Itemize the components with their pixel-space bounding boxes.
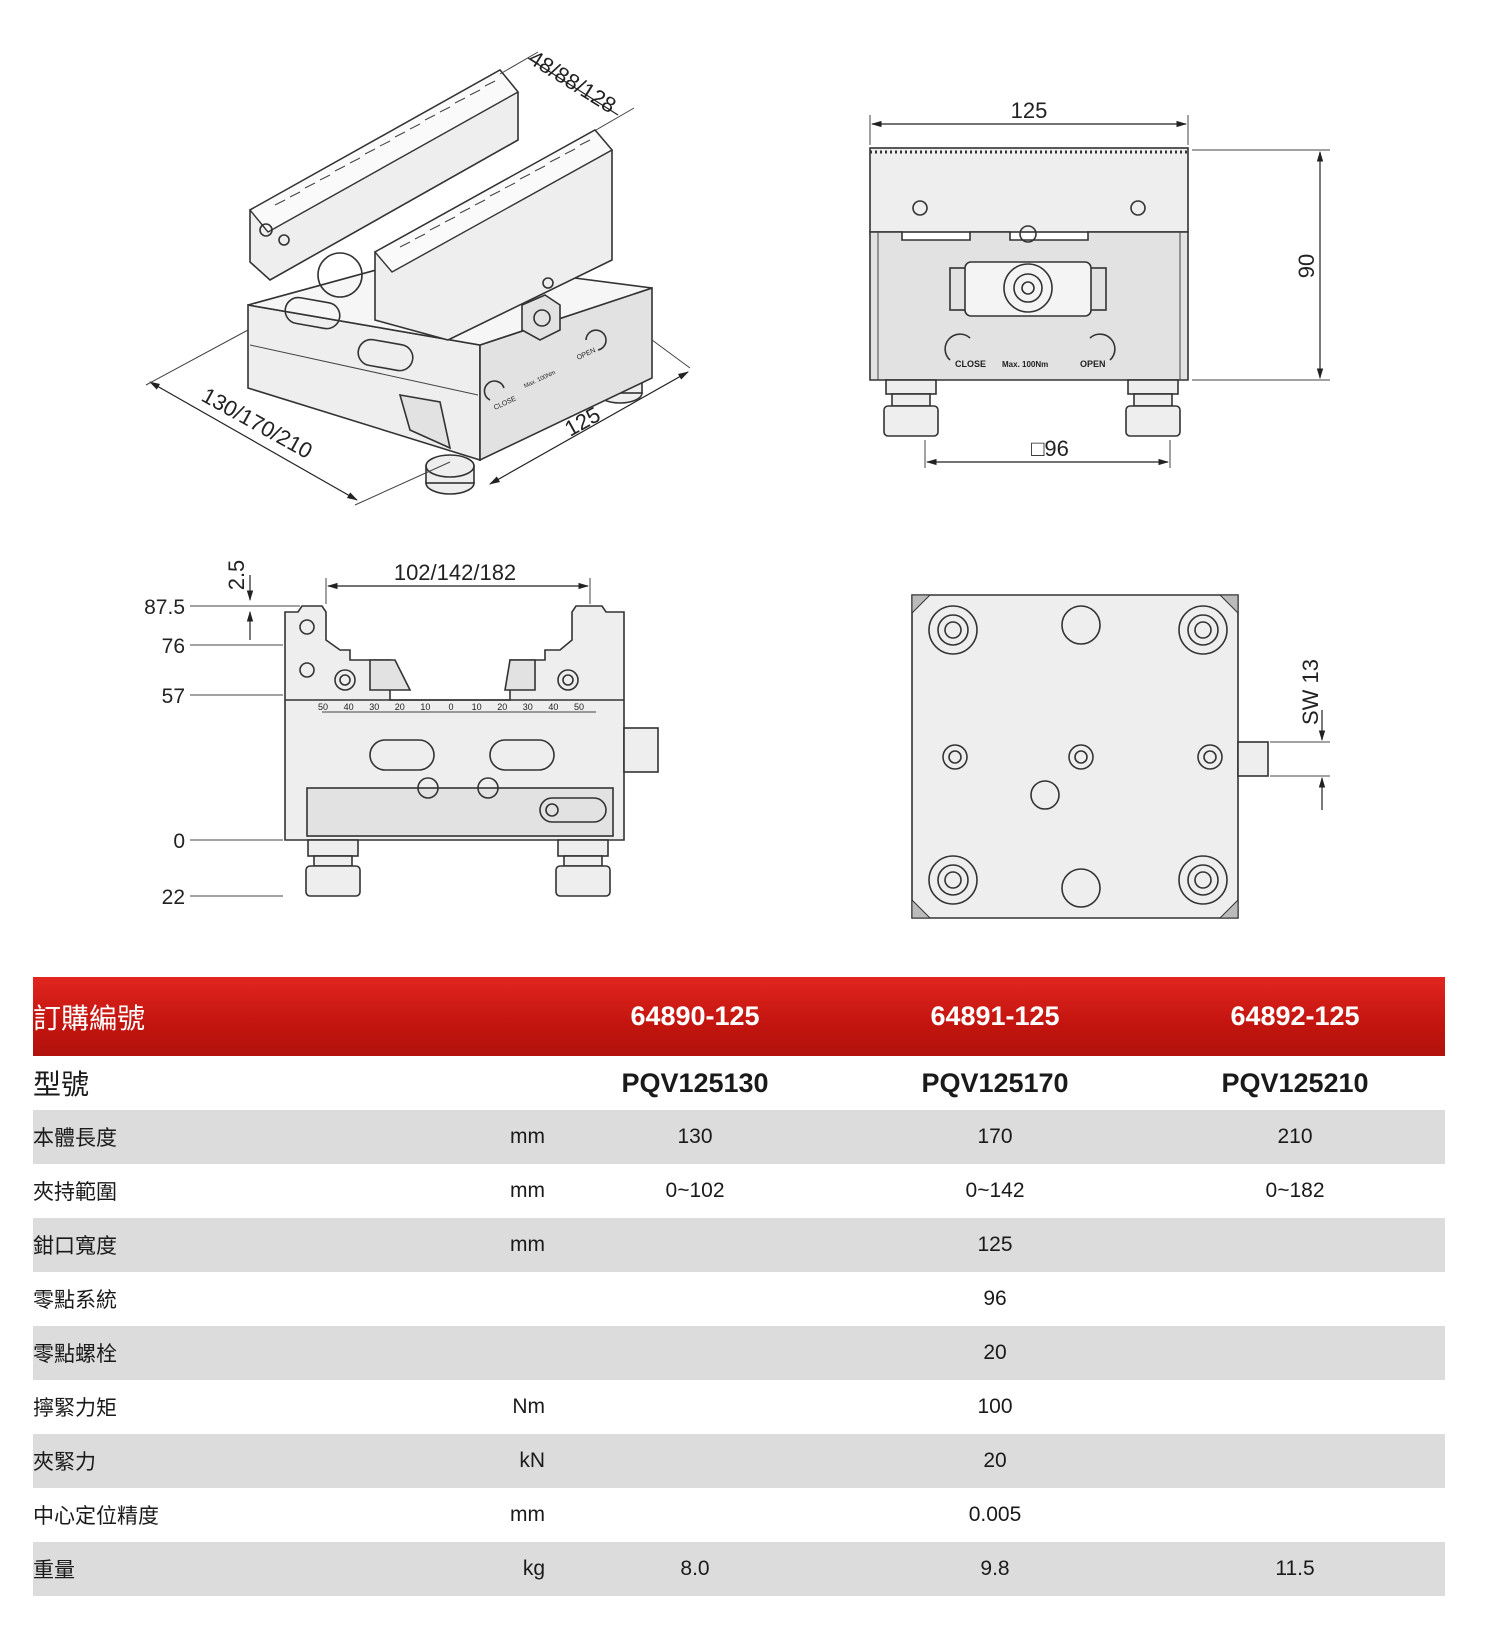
spec-value: 8.0 (545, 1542, 846, 1596)
spec-label: 重量 (33, 1542, 463, 1596)
spec-table: 訂購編號 64890-125 64891-125 64892-125 型號 PQ… (33, 977, 1446, 1596)
spec-value: 170 (845, 1110, 1146, 1164)
model-value: PQV125170 (845, 1056, 1146, 1110)
front-dim-width: 125 (1011, 98, 1048, 123)
side-view: 50 40 30 20 10 0 10 20 30 40 50 87.5 76 57 0 22 102/14… (144, 560, 659, 909)
spec-value: 20 (545, 1434, 1446, 1488)
model-value: PQV125210 (1145, 1056, 1446, 1110)
bolt-hole (928, 605, 978, 655)
scale-tick-label: 0 (448, 702, 453, 712)
spec-value: 100 (977, 1395, 1013, 1418)
order-number-label: 訂購編號 (33, 977, 546, 1056)
scale-tick-label: 10 (420, 702, 430, 712)
side-dim-step: 2.5 (224, 560, 249, 591)
spec-unit: mm (510, 1179, 546, 1202)
height-label: 57 (162, 685, 185, 708)
scale-tick-label: 20 (395, 702, 405, 712)
spec-label: 鉗口寬度 (33, 1218, 463, 1272)
order-number: 64892-125 (1145, 977, 1446, 1056)
spec-value: 0.005 (968, 1503, 1022, 1526)
spec-value: 130 (545, 1110, 846, 1164)
spec-unit (463, 1326, 546, 1380)
spec-value: 20 (545, 1326, 1446, 1380)
side-foot (555, 839, 611, 897)
spec-label: 夾持範圍 (33, 1181, 117, 1204)
spec-unit: kN (463, 1434, 546, 1488)
scale-tick-label: 30 (523, 702, 533, 712)
side-height-labels: 87.5 76 57 0 22 (144, 596, 283, 909)
spec-value: 0~102 (665, 1179, 725, 1202)
side-dim-top: 102/142/182 (394, 560, 516, 585)
scale-tick-label: 40 (344, 702, 354, 712)
bottom-dim-sw: SW 13 (1298, 659, 1323, 725)
front-jaw-plate (869, 147, 1189, 233)
spec-unit: mm (463, 1218, 546, 1272)
spec-value: 125 (545, 1218, 1446, 1272)
front-open-label: OPEN (1080, 359, 1106, 369)
spec-row: 擰緊力矩 Nm 100 (33, 1380, 1445, 1434)
front-foot (883, 379, 939, 437)
iso-foot (425, 454, 475, 495)
spec-unit: Nm (512, 1395, 546, 1418)
spec-unit: mm (463, 1110, 546, 1164)
bottom-view: SW 13 (911, 594, 1330, 919)
height-label: 87.5 (144, 596, 185, 619)
spec-value: 9.8 (845, 1542, 1146, 1596)
spec-value: 210 (1145, 1110, 1446, 1164)
order-number-header-row: 訂購編號 64890-125 64891-125 64892-125 (33, 977, 1446, 1056)
spec-unit: kg (463, 1542, 546, 1596)
height-label: 76 (162, 635, 185, 658)
model-row: 型號 PQV125130 PQV125170 PQV125210 (33, 1056, 1446, 1110)
isometric-view: CLOSE Max. 100Nm OPEN 130/170/210 125 48… (145, 45, 691, 506)
spec-label: 擰緊力矩 (33, 1397, 117, 1420)
side-foot (305, 839, 361, 897)
front-view: CLOSE Max. 100Nm OPEN 125 90 □96 (869, 98, 1330, 468)
scale-tick-label: 50 (574, 702, 584, 712)
bolt-hole (1178, 605, 1228, 655)
scale-tick-label: 40 (548, 702, 558, 712)
spec-unit: mm (510, 1503, 546, 1526)
spec-value: 0~142 (965, 1179, 1025, 1202)
front-dim-base: □96 (1031, 436, 1069, 461)
model-value: PQV125130 (545, 1056, 846, 1110)
spec-label: 零點系統 (33, 1289, 117, 1312)
front-close-label: CLOSE (955, 359, 986, 369)
scale-tick-label: 20 (497, 702, 507, 712)
spec-row: 零點系統 96 (33, 1272, 1445, 1326)
technical-drawings: CLOSE Max. 100Nm OPEN 130/170/210 125 48… (144, 45, 1330, 919)
front-foot (1125, 379, 1181, 437)
front-torque-label: Max. 100Nm (1002, 360, 1048, 369)
spec-label: 中心定位精度 (33, 1505, 159, 1528)
bolt-hole (928, 855, 978, 905)
spec-row: 零點螺栓 20 (33, 1326, 1446, 1380)
scale-tick-label: 50 (318, 702, 328, 712)
model-label: 型號 (33, 1056, 546, 1110)
spec-row: 夾持範圍 mm 0~102 0~142 0~182 (33, 1164, 1445, 1218)
side-scale: 50 40 30 20 10 0 10 20 30 40 50 (318, 702, 584, 712)
order-number: 64890-125 (545, 977, 846, 1056)
scale-tick-label: 30 (369, 702, 379, 712)
iso-dim-jaw: 48/88/128 (524, 45, 620, 118)
spec-label: 本體長度 (33, 1110, 463, 1164)
spec-value: 96 (983, 1287, 1007, 1310)
scale-tick-label: 10 (472, 702, 482, 712)
spec-value: 11.5 (1145, 1542, 1446, 1596)
spec-value: 0~182 (1265, 1179, 1325, 1202)
front-dim-height: 90 (1294, 254, 1319, 278)
bolt-hole (1178, 855, 1228, 905)
spec-row: 中心定位精度 mm 0.005 (33, 1488, 1445, 1542)
order-number: 64891-125 (845, 977, 1146, 1056)
spec-label: 夾緊力 (33, 1434, 463, 1488)
height-label: 22 (162, 886, 185, 909)
spec-label: 零點螺栓 (33, 1326, 463, 1380)
height-label: 0 (173, 830, 185, 853)
spec-unit (463, 1272, 545, 1326)
